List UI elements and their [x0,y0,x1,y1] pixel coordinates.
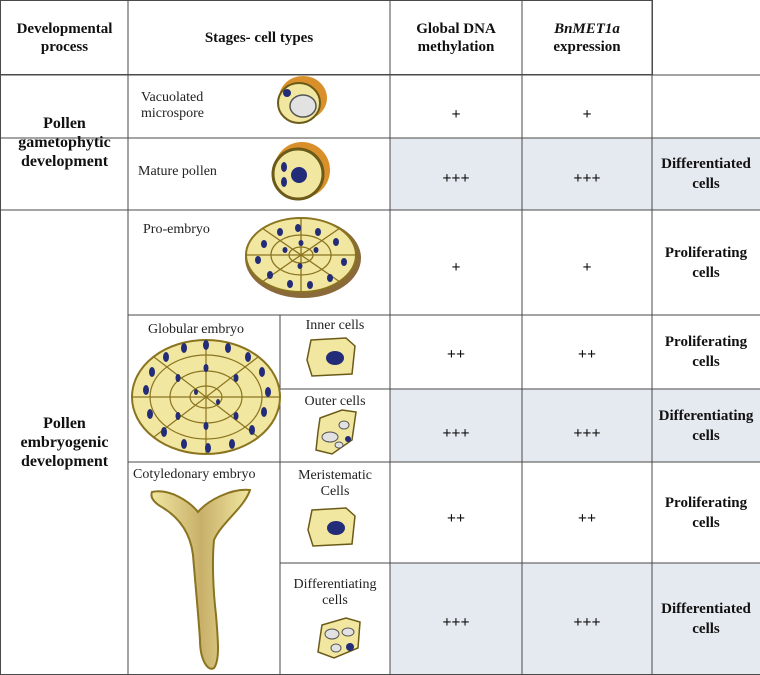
stage-label-vacuolated-microspore: Vacuolated microspore [141,90,204,121]
expression-value: ++ [577,346,597,363]
pro-embryo-icon [245,217,361,298]
expression-value: +++ [573,614,601,631]
header-stages-text: Stages- cell types [204,29,314,46]
mature-pollen-icon [271,142,330,201]
header-developmental-process: Developmental process [1,0,128,75]
expression-value: ++ [577,509,597,527]
expression-value: + [582,258,592,276]
section-embryogenic-text: Pollen embryogenic development [20,415,109,470]
cell-state-text: Differentiated cells [661,156,751,192]
cell-state-label: Differentiated cells [652,563,760,675]
cell-state-text: Proliferating cells [664,334,748,370]
cell-state-label: Differentiated cells [652,138,760,210]
cell-state-text: Proliferating cells [664,244,748,281]
globular-embryo-icon [131,339,281,455]
differentiating-cell-icon [317,617,361,659]
expression-value: + [582,105,592,123]
section-gametophytic-text: Pollen gametophytic development [18,115,111,170]
cell-state-label: Proliferating cells [652,210,760,315]
cell-state-text: Proliferating cells [664,494,748,531]
expression-value: +++ [573,424,601,442]
methylation-value: +++ [442,614,470,631]
header-methylation: Global DNA methylation [390,0,522,75]
header-gene-name: BnMET1a [554,20,620,37]
cell-state-label: Proliferating cells [652,315,760,389]
methylation-value: + [451,105,461,123]
stage-label-mature-pollen: Mature pollen [138,164,217,179]
methylation-value: +++ [442,170,470,187]
subtype-label-inner-cells: Inner cells [305,318,365,333]
meristematic-cell-icon [307,507,356,547]
vacuolated-microspore-icon [277,76,327,124]
subtype-label-meristematic-cells: Meristematic Cells [298,468,372,499]
outer-cell-icon [315,409,357,455]
subtype-label-differentiating-cells: Differentiating cells [293,577,377,608]
methylation-value: + [451,258,461,276]
cell-state-label: Proliferating cells [652,462,760,563]
stage-label-globular-embryo: Globular embryo [148,322,245,337]
stage-label-cotyledonary-embryo: Cotyledonary embryo [133,467,256,482]
header-methylation-text: Global DNA methylation [416,20,496,55]
stage-label-pro-embryo: Pro-embryo [143,222,210,237]
header-process-text: Developmental process [16,20,113,55]
expression-value: +++ [573,170,601,187]
header-expression: BnMET1a expression [522,0,652,75]
cell-state-text: Differentiating cells [658,407,754,444]
subtype-label-outer-cells: Outer cells [304,394,366,409]
section-gametophytic: Pollen gametophytic development [1,75,128,210]
cell-state-label: Differentiating cells [652,389,760,462]
inner-cell-icon [306,337,356,377]
cell-state-text: Differentiated cells [661,601,751,637]
methylation-value: ++ [446,346,466,363]
section-embryogenic: Pollen embryogenic development [1,210,128,675]
methylation-value: +++ [442,424,470,442]
header-stages: Stages- cell types [128,0,390,75]
shaded-bands [390,138,760,675]
header-expression-text: expression [553,38,621,55]
methylation-value: ++ [446,509,466,527]
cotyledonary-embryo-icon [150,488,252,670]
